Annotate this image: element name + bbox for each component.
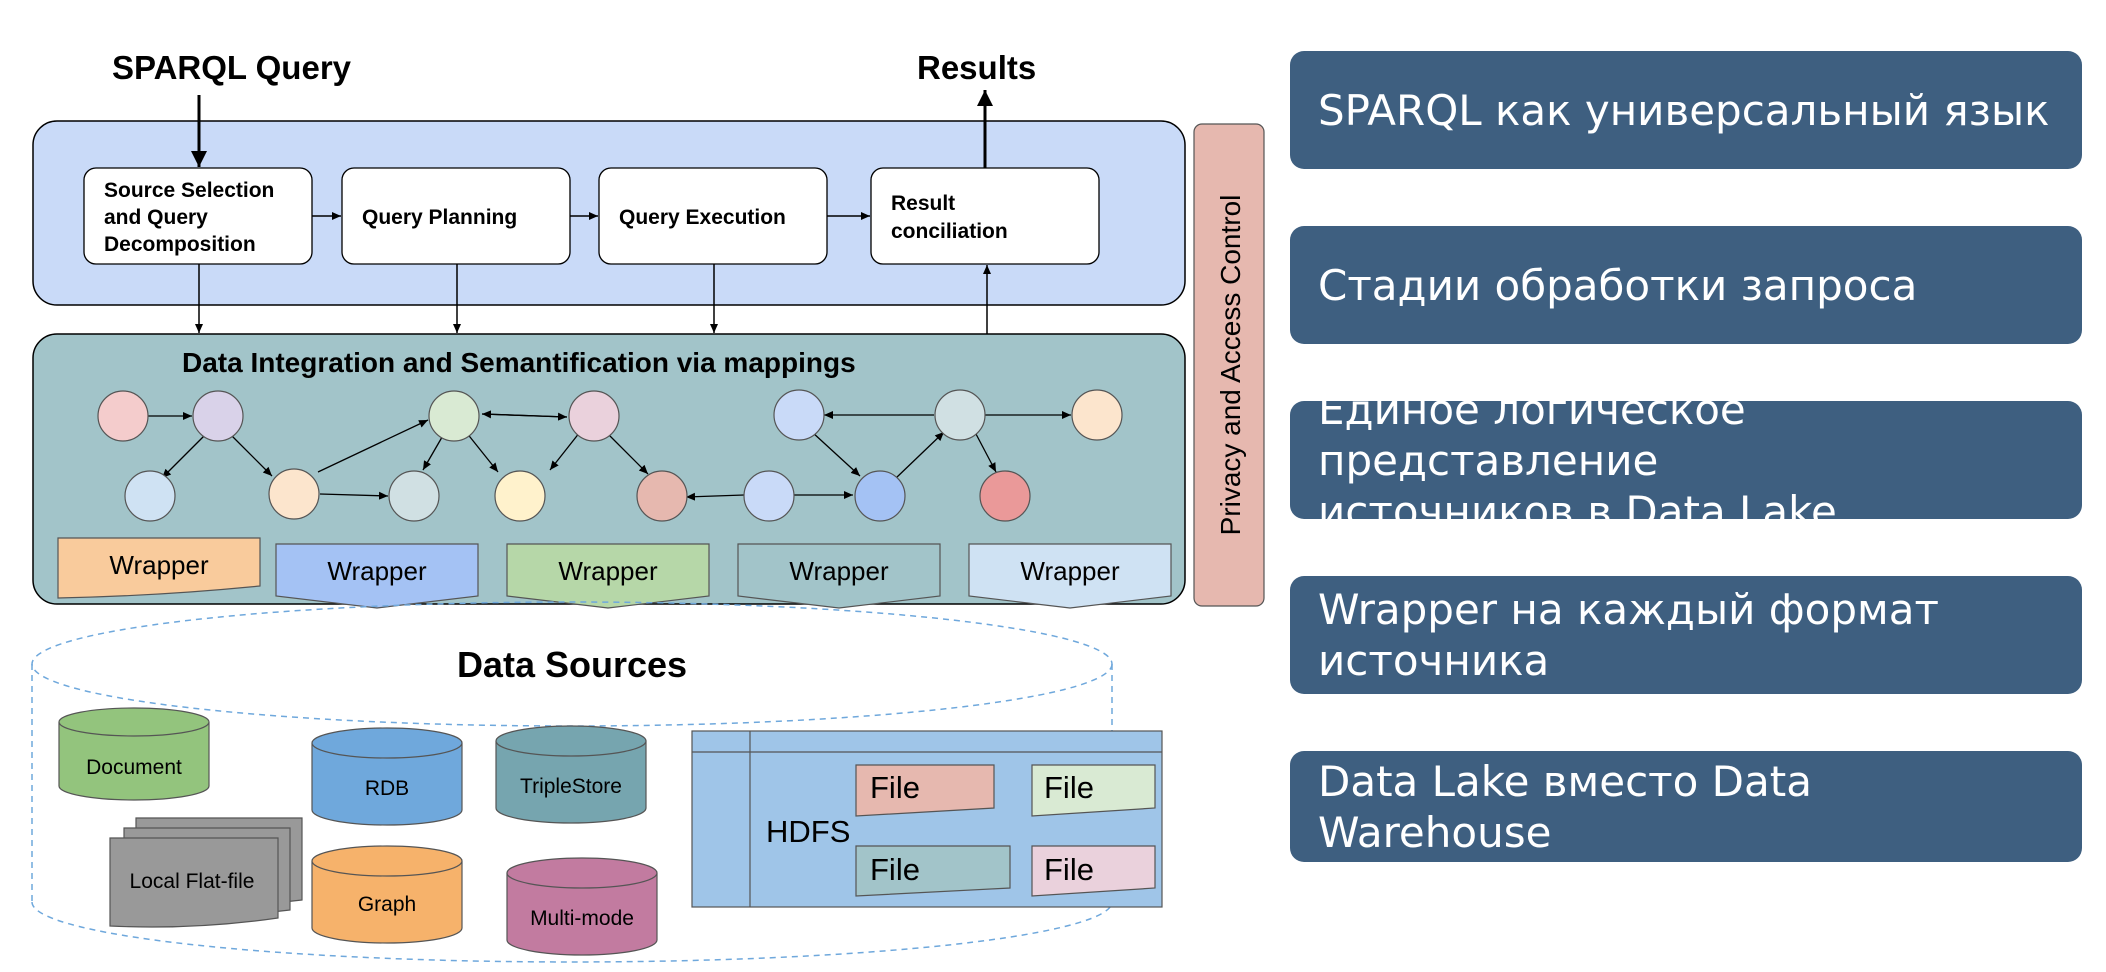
stage-source-selection: Source Selection and Query Decomposition: [83, 167, 313, 265]
stage-label: Source Selection: [104, 179, 274, 202]
card-text: источника: [1318, 636, 1550, 685]
summary-card-logical-view: Единое логическое представление источник…: [1290, 385, 2082, 536]
card-text: Data Lake вместо Data Warehouse: [1318, 756, 1812, 857]
summary-card-wrapper: Wrapper на каждый формат источника: [1290, 576, 2082, 694]
wrapper-3: Wrapper: [506, 543, 710, 609]
card-text: Единое логическое представление: [1318, 384, 1746, 485]
card-text: Wrapper на каждый формат: [1318, 585, 1939, 634]
summary-card-data-lake: Data Lake вместо Data Warehouse: [1290, 751, 2082, 862]
source-label: Multi-mode: [530, 907, 634, 930]
hdfs-file-4: File: [1031, 845, 1156, 897]
integration-title: Data Integration and Semantification via…: [182, 347, 856, 378]
graph-node: [494, 470, 546, 522]
cylinder-multimode: Multi-mode: [506, 857, 658, 956]
stage-label: Decomposition: [104, 233, 256, 256]
wrappers: Wrapper Wrapper Wrapper Wrapper Wrapper: [57, 537, 1172, 609]
hdfs-file-3: File: [855, 845, 1011, 897]
wrapper-label: Wrapper: [558, 556, 658, 586]
architecture-diagram: SPARQL Query Results Source Selection an…: [31, 49, 1265, 963]
graph-node: [428, 390, 480, 442]
card-text: Стадии обработки запроса: [1318, 260, 1918, 310]
summary-card-stages: Стадии обработки запроса: [1290, 226, 2082, 344]
source-label: Document: [86, 756, 182, 779]
file-label: File: [1044, 770, 1094, 805]
source-label: Local Flat-file: [130, 870, 255, 893]
cylinder-rdb: RDB: [311, 727, 463, 826]
wrapper-label: Wrapper: [789, 556, 889, 586]
cylinder-triplestore: TripleStore: [495, 725, 647, 824]
stage-label: conciliation: [891, 220, 1008, 243]
graph-node: [124, 470, 176, 522]
wrapper-label: Wrapper: [1020, 556, 1120, 586]
stage-label: and Query: [104, 206, 208, 229]
wrapper-label: Wrapper: [327, 556, 427, 586]
source-label: TripleStore: [520, 775, 622, 798]
stage-result-conciliation: Result conciliation: [870, 167, 1100, 265]
stage-label: Query Execution: [619, 206, 786, 229]
graph-node: [568, 390, 620, 442]
sparql-query-label: SPARQL Query: [112, 49, 352, 86]
file-label: File: [870, 770, 920, 805]
graph-node: [979, 470, 1031, 522]
stage-label: Query Planning: [362, 206, 517, 229]
wrapper-1: Wrapper: [57, 537, 261, 599]
stage-arrows: [195, 212, 991, 334]
hdfs-label: HDFS: [766, 814, 850, 849]
privacy-access-control: Privacy and Access Control: [1193, 123, 1265, 607]
source-label: Graph: [358, 893, 416, 916]
wrapper-5: Wrapper: [968, 543, 1172, 609]
cylinder-document: Document: [58, 707, 210, 801]
graph-node: [934, 389, 986, 441]
wrapper-2: Wrapper: [275, 543, 479, 609]
wrapper-label: Wrapper: [109, 550, 209, 580]
graph-node: [388, 470, 440, 522]
stage-query-execution: Query Execution: [598, 167, 828, 265]
hdfs-file-1: File: [855, 764, 995, 817]
wrapper-4: Wrapper: [737, 543, 941, 609]
cylinder-graph: Graph: [311, 845, 463, 944]
graph-node: [636, 470, 688, 522]
hdfs-block: HDFS File File File File: [691, 730, 1163, 908]
card-text: SPARQL как универсальный язык: [1318, 85, 2050, 135]
data-sources-title: Data Sources: [457, 644, 687, 685]
graph-node: [192, 390, 244, 442]
stage-query-planning: Query Planning: [341, 167, 571, 265]
local-flat-file-stack: Local Flat-file: [109, 817, 303, 928]
graph-node: [743, 470, 795, 522]
card-text: источников в Data Lake: [1318, 486, 1837, 536]
graph-nodes: [97, 389, 1123, 522]
source-label: RDB: [365, 777, 409, 800]
hdfs-file-2: File: [1031, 764, 1156, 817]
summary-card-sparql: SPARQL как универсальный язык: [1290, 51, 2082, 169]
graph-node: [773, 389, 825, 441]
graph-edges: [148, 410, 1071, 501]
privacy-label: Privacy and Access Control: [1215, 195, 1246, 536]
graph-node: [854, 470, 906, 522]
graph-node: [1071, 389, 1123, 441]
file-label: File: [1044, 852, 1094, 887]
stage-label: Result: [891, 192, 955, 215]
results-label: Results: [917, 49, 1036, 86]
graph-node: [268, 468, 320, 520]
graph-node: [97, 390, 149, 442]
file-label: File: [870, 852, 920, 887]
